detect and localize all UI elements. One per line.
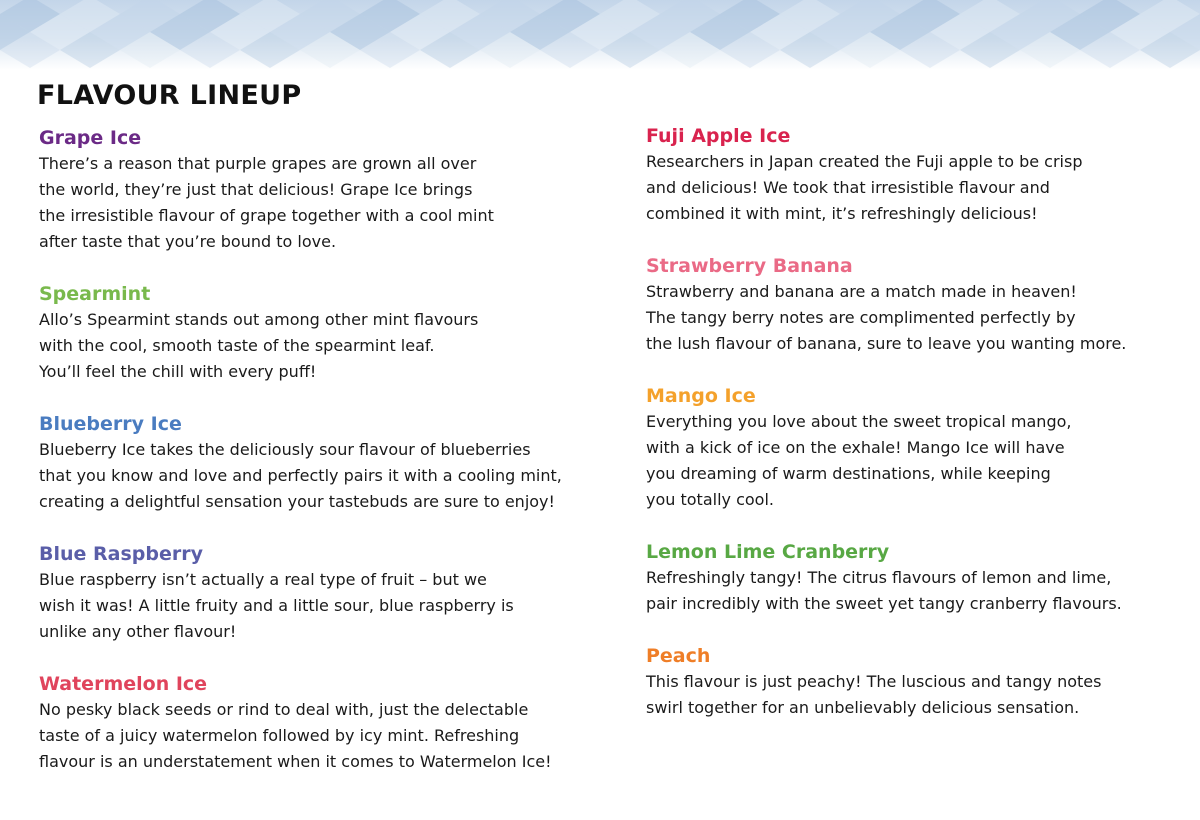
diamond-shape bbox=[330, 14, 390, 50]
diamond-shape bbox=[150, 14, 210, 50]
flavour-description: Refreshingly tangy! The citrus flavours … bbox=[646, 568, 1122, 613]
diamond-shape bbox=[840, 0, 900, 32]
flavour-item-blueberry-ice: Blueberry Ice Blueberry Ice takes the de… bbox=[39, 411, 639, 515]
flavour-item-watermelon-ice: Watermelon Ice No pesky black seeds or r… bbox=[39, 671, 639, 775]
flavour-name: Watermelon Ice bbox=[39, 673, 208, 695]
flavour-name: Mango Ice bbox=[646, 385, 756, 407]
diamond-shape bbox=[240, 0, 300, 32]
page-title: FLAVOUR LINEUP bbox=[37, 80, 302, 111]
diamond-shape bbox=[240, 32, 300, 68]
flavour-name: Spearmint bbox=[39, 283, 151, 305]
diamond-shape bbox=[690, 14, 750, 50]
diamond-shape bbox=[300, 32, 360, 68]
diamond-shape bbox=[600, 0, 660, 32]
flavour-description: Blue raspberry isn’t actually a real typ… bbox=[39, 570, 514, 641]
diamond-shape bbox=[480, 32, 540, 68]
diamond-shape bbox=[600, 32, 660, 68]
diamond-shape bbox=[1170, 14, 1200, 50]
diamond-shape bbox=[1050, 14, 1110, 50]
diamond-shape bbox=[990, 14, 1050, 50]
diamond-shape bbox=[720, 0, 780, 32]
diamond-shape bbox=[1140, 0, 1200, 32]
diamond-shape bbox=[1140, 32, 1200, 68]
diamond-shape bbox=[960, 0, 1020, 32]
flavour-item-spearmint: Spearmint Allo’s Spearmint stands out am… bbox=[39, 281, 639, 385]
diamond-shape bbox=[90, 14, 150, 50]
diamond-shape bbox=[30, 14, 90, 50]
diamond-shape bbox=[420, 32, 480, 68]
flavour-item-fuji-apple-ice: Fuji Apple Ice Researchers in Japan crea… bbox=[646, 123, 1198, 227]
diamond-shape bbox=[390, 14, 450, 50]
flavour-item-blue-raspberry: Blue Raspberry Blue raspberry isn’t actu… bbox=[39, 541, 639, 645]
decorative-banner bbox=[0, 0, 1200, 70]
flavour-description: Everything you love about the sweet trop… bbox=[646, 412, 1072, 509]
diamond-shape bbox=[660, 0, 720, 32]
diamond-shape bbox=[540, 32, 600, 68]
flavour-description: Researchers in Japan created the Fuji ap… bbox=[646, 152, 1083, 223]
diamond-shape bbox=[1080, 0, 1140, 32]
diamond-shape bbox=[480, 0, 540, 32]
diamond-shape bbox=[360, 32, 420, 68]
diamond-shape bbox=[930, 14, 990, 50]
diamond-shape bbox=[450, 14, 510, 50]
right-flavour-column: Fuji Apple Ice Researchers in Japan crea… bbox=[646, 123, 1198, 747]
diamond-shape bbox=[210, 14, 270, 50]
flavour-item-peach: Peach This flavour is just peachy! The l… bbox=[646, 643, 1198, 721]
diamond-shape bbox=[0, 0, 60, 32]
diamond-pattern bbox=[0, 0, 1200, 68]
diamond-shape bbox=[1110, 14, 1170, 50]
flavour-description: Blueberry Ice takes the deliciously sour… bbox=[39, 440, 562, 511]
flavour-name: Lemon Lime Cranberry bbox=[646, 541, 890, 563]
diamond-shape bbox=[630, 14, 690, 50]
diamond-shape bbox=[420, 0, 480, 32]
flavour-item-strawberry-banana: Strawberry Banana Strawberry and banana … bbox=[646, 253, 1198, 357]
flavour-item-mango-ice: Mango Ice Everything you love about the … bbox=[646, 383, 1198, 513]
diamond-shape bbox=[750, 14, 810, 50]
flavour-description: There’s a reason that purple grapes are … bbox=[39, 154, 494, 251]
diamond-shape bbox=[180, 0, 240, 32]
diamond-shape bbox=[60, 32, 120, 68]
diamond-shape bbox=[0, 32, 60, 68]
diamond-shape bbox=[720, 32, 780, 68]
diamond-shape bbox=[120, 0, 180, 32]
diamond-shape bbox=[1080, 32, 1140, 68]
diamond-shape bbox=[870, 14, 930, 50]
diamond-shape bbox=[300, 0, 360, 32]
diamond-shape bbox=[1020, 32, 1080, 68]
diamond-shape bbox=[60, 0, 120, 32]
diamond-shape bbox=[360, 0, 420, 32]
flavour-description: Strawberry and banana are a match made i… bbox=[646, 282, 1127, 353]
flavour-name: Blue Raspberry bbox=[39, 543, 203, 565]
diamond-shape bbox=[840, 32, 900, 68]
diamond-shape bbox=[270, 14, 330, 50]
diamond-shape bbox=[960, 32, 1020, 68]
flavour-item-lemon-lime-cranberry: Lemon Lime Cranberry Refreshingly tangy!… bbox=[646, 539, 1198, 617]
flavour-description: No pesky black seeds or rind to deal wit… bbox=[39, 700, 552, 771]
diamond-shape bbox=[660, 32, 720, 68]
flavour-name: Fuji Apple Ice bbox=[646, 125, 791, 147]
diamond-shape bbox=[510, 14, 570, 50]
diamond-shape bbox=[810, 14, 870, 50]
flavour-item-grape-ice: Grape Ice There’s a reason that purple g… bbox=[39, 125, 639, 255]
diamond-shape bbox=[570, 14, 630, 50]
diamond-shape bbox=[120, 32, 180, 68]
flavour-description: Allo’s Spearmint stands out among other … bbox=[39, 310, 479, 381]
left-flavour-column: Grape Ice There’s a reason that purple g… bbox=[39, 125, 639, 801]
flavour-name: Strawberry Banana bbox=[646, 255, 853, 277]
flavour-description: This flavour is just peachy! The lusciou… bbox=[646, 672, 1102, 717]
flavour-name: Grape Ice bbox=[39, 127, 142, 149]
diamond-shape bbox=[540, 0, 600, 32]
diamond-shape bbox=[1020, 0, 1080, 32]
diamond-shape bbox=[900, 32, 960, 68]
diamond-shape bbox=[0, 14, 30, 50]
diamond-shape bbox=[780, 32, 840, 68]
diamond-shape bbox=[900, 0, 960, 32]
flavour-name: Blueberry Ice bbox=[39, 413, 182, 435]
flavour-name: Peach bbox=[646, 645, 711, 667]
diamond-shape bbox=[780, 0, 840, 32]
diamond-shape bbox=[180, 32, 240, 68]
